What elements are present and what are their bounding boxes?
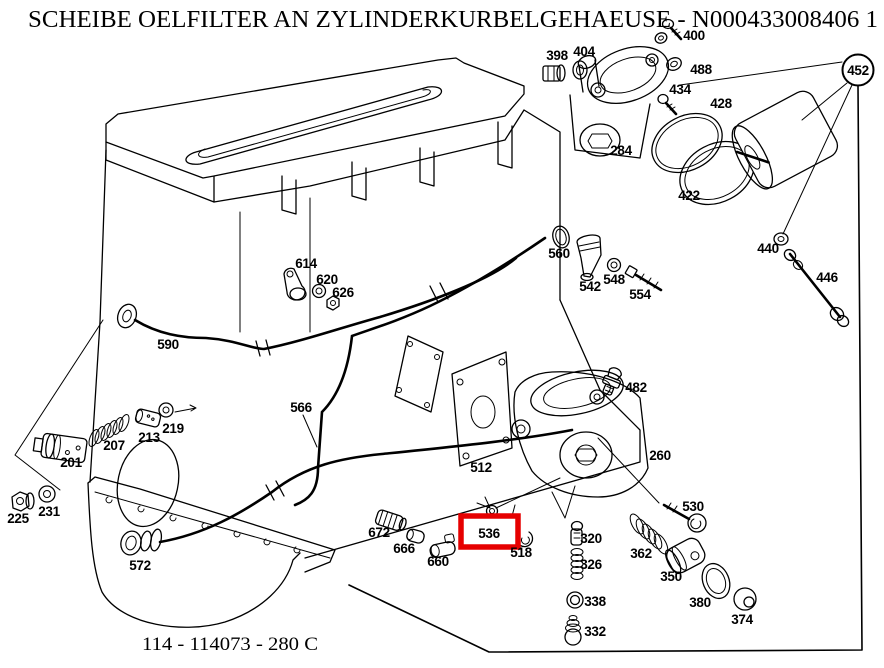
- part-label-284[interactable]: 284: [610, 143, 633, 158]
- leader-lines: [14, 61, 863, 653]
- part-428-icon: [651, 112, 723, 174]
- part-530-icon: [662, 502, 707, 533]
- part-350-icon: [664, 537, 706, 575]
- part-446-icon: [783, 248, 850, 328]
- part-label-572[interactable]: 572: [129, 558, 151, 573]
- part-label-518[interactable]: 518: [510, 545, 533, 560]
- part-label-560[interactable]: 560: [548, 246, 570, 261]
- part-488-icon: [654, 32, 682, 71]
- part-label-530[interactable]: 530: [682, 499, 704, 514]
- part-label-404[interactable]: 404: [573, 44, 596, 59]
- part-label-422[interactable]: 422: [678, 188, 700, 203]
- part-482-icon: [602, 367, 622, 396]
- part-label-380[interactable]: 380: [689, 595, 711, 610]
- part-225-icon: [11, 491, 35, 512]
- selected-part-highlight: [458, 513, 521, 550]
- part-572-icon: [120, 528, 163, 556]
- part-332-icon: [564, 615, 582, 646]
- part-label-398[interactable]: 398: [546, 48, 569, 63]
- part-label-428[interactable]: 428: [710, 96, 733, 111]
- part-label-446[interactable]: 446: [816, 270, 839, 285]
- part-201-icon: [32, 432, 88, 464]
- part-231-icon: [38, 485, 56, 503]
- part-label-542[interactable]: 542: [579, 279, 601, 294]
- part-label-536[interactable]: 536: [478, 526, 501, 541]
- part-404-icon: [572, 60, 588, 80]
- part-label-338[interactable]: 338: [584, 594, 607, 609]
- part-440-icon: [773, 232, 789, 246]
- part-660-icon: [429, 533, 456, 559]
- part-label-482[interactable]: 482: [625, 380, 647, 395]
- part-398-icon: [542, 64, 566, 82]
- part-326-icon: [570, 548, 584, 580]
- part-label-201[interactable]: 201: [60, 455, 83, 470]
- part-label-488[interactable]: 488: [690, 62, 713, 77]
- part-400-icon: [661, 18, 683, 41]
- part-label-620[interactable]: 620: [316, 272, 338, 287]
- part-380-icon: [701, 562, 731, 600]
- part-label-219[interactable]: 219: [162, 421, 184, 436]
- part-label-666[interactable]: 666: [393, 541, 416, 556]
- group-marker-452[interactable]: 452: [841, 53, 875, 87]
- part-label-590[interactable]: 590: [157, 337, 179, 352]
- part-label-672[interactable]: 672: [368, 525, 390, 540]
- part-219-icon: [158, 402, 197, 418]
- part-label-362[interactable]: 362: [630, 546, 652, 561]
- page-title: SCHEIBE OELFILTER AN ZYLINDERKURBELGEHAE…: [28, 7, 878, 33]
- filter-cartridge-icon: [731, 90, 839, 190]
- part-434-icon: [657, 93, 678, 116]
- part-374-icon: [733, 587, 757, 611]
- part-666-icon: [406, 528, 425, 544]
- part-label-350[interactable]: 350: [660, 569, 682, 584]
- part-label-554[interactable]: 554: [629, 287, 652, 302]
- part-label-326[interactable]: 326: [580, 557, 603, 572]
- part-554-icon: [624, 265, 663, 292]
- part-label-260[interactable]: 260: [649, 448, 671, 463]
- part-213-icon: [134, 408, 162, 428]
- part-label-434[interactable]: 434: [669, 82, 692, 97]
- part-label-626[interactable]: 626: [332, 285, 355, 300]
- part-label-660[interactable]: 660: [427, 554, 449, 569]
- part-542-icon: [576, 234, 602, 282]
- part-label-566[interactable]: 566: [290, 400, 313, 415]
- page-footer: 114 - 114073 - 280 C: [142, 634, 318, 655]
- engine-drawing: 512: [87, 46, 670, 628]
- part-338-icon: [566, 591, 584, 609]
- part-label-207[interactable]: 207: [103, 438, 125, 453]
- part-label-332[interactable]: 332: [584, 624, 606, 639]
- part-label-320[interactable]: 320: [580, 531, 602, 546]
- part-672-icon: [374, 509, 407, 531]
- part-label-614[interactable]: 614: [295, 256, 318, 271]
- part-207-icon: [88, 414, 130, 447]
- part-320-icon: [570, 520, 584, 546]
- part-label-231[interactable]: 231: [38, 504, 61, 519]
- part-label-400[interactable]: 400: [683, 28, 705, 43]
- part-label-225[interactable]: 225: [7, 511, 30, 526]
- part-label-440[interactable]: 440: [757, 241, 779, 256]
- part-label-512[interactable]: 512: [470, 460, 492, 475]
- part-620-icon: [311, 283, 327, 299]
- part-label-213[interactable]: 213: [138, 430, 161, 445]
- part-label-374[interactable]: 374: [731, 612, 754, 627]
- part-548-icon: [606, 257, 622, 273]
- part-614-icon: [283, 267, 307, 301]
- part-icons: [11, 18, 850, 646]
- part-626-icon: [326, 295, 340, 311]
- part-label-548[interactable]: 548: [603, 272, 626, 287]
- group-marker-label[interactable]: 452: [847, 63, 869, 78]
- part-560-icon: [552, 225, 570, 249]
- group-marker-circle[interactable]: [841, 53, 875, 87]
